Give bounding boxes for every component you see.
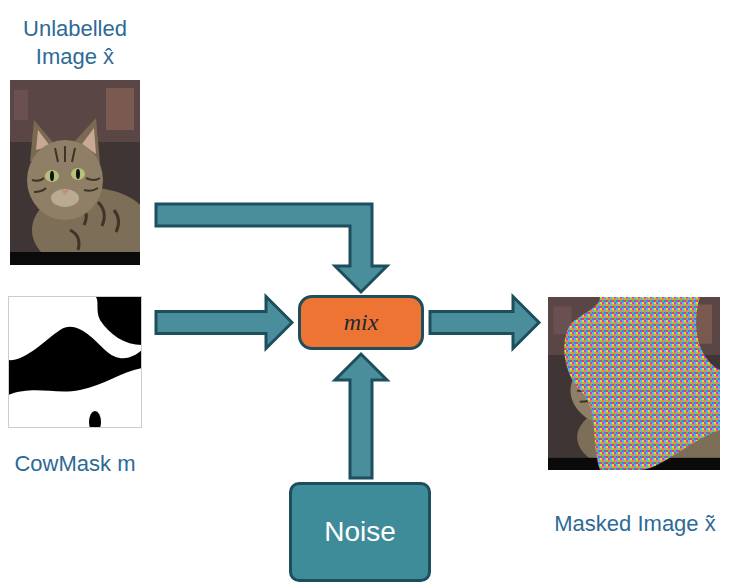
box-label: Noise (324, 516, 396, 548)
image-node: Unlabelled Image x̂ (0, 15, 150, 265)
image-node: CowMask m (0, 296, 150, 478)
block-arrow (430, 297, 539, 349)
block-arrow (156, 204, 387, 292)
cat-photo (10, 80, 152, 272)
block-arrow (156, 297, 292, 349)
box-label: mix (344, 309, 379, 337)
image-caption: CowMask m (0, 450, 150, 478)
image-caption: Unlabelled Image x̂ (0, 15, 150, 70)
image-caption: Masked Image x̃ (545, 510, 725, 538)
image-node: Masked Image x̃ (545, 297, 725, 538)
cow-mask-image (8, 296, 142, 428)
source-box: Noise (289, 482, 431, 582)
image-area (545, 297, 725, 470)
masked-image (548, 297, 732, 477)
image-area (0, 80, 150, 265)
image-area (0, 296, 150, 428)
block-arrow (335, 354, 387, 478)
operation-box: mix (298, 295, 424, 350)
